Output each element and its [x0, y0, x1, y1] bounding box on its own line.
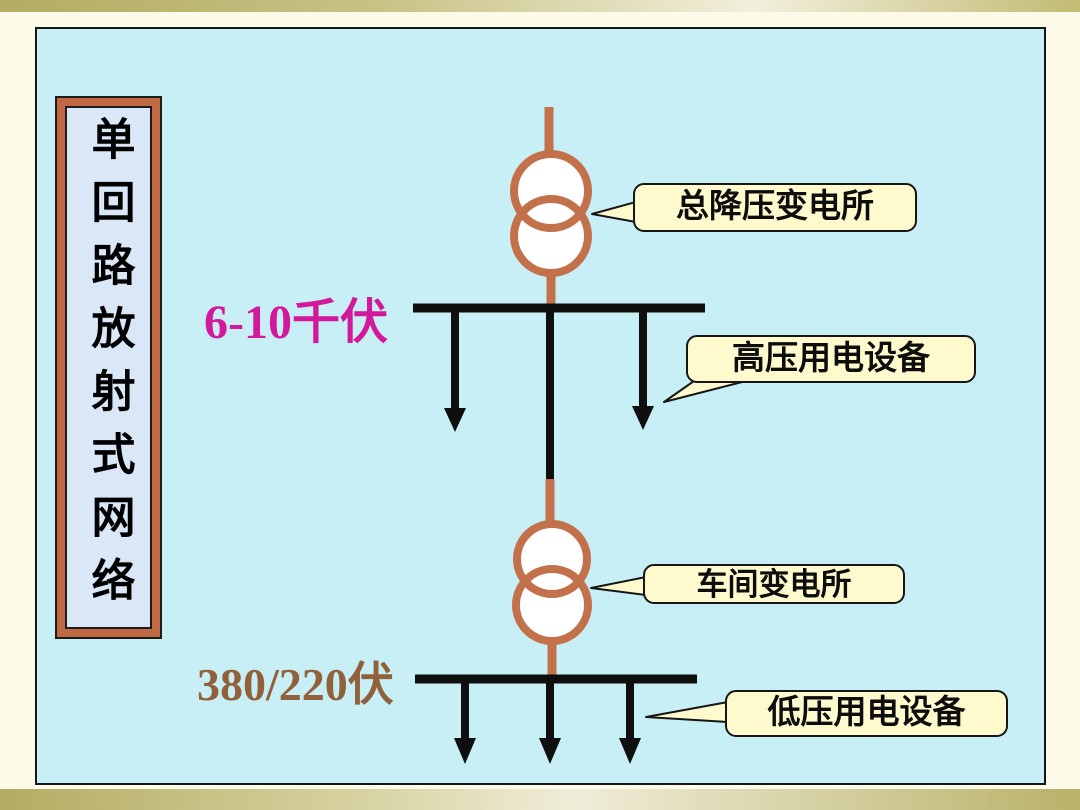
title-box: 单回路放射式网络: [55, 96, 162, 639]
callout-hv-equipment: 高压用电设备: [686, 335, 976, 383]
callout-workshop-substation: 车间变电所: [643, 564, 905, 604]
bottom-decorative-bar: [0, 789, 1080, 810]
callout-hv-equipment-label: 高压用电设备: [732, 340, 930, 377]
top-decorative-bar: [0, 0, 1080, 12]
lv-voltage-label: 380/220伏: [197, 659, 394, 710]
slide-canvas: [35, 27, 1046, 785]
callout-lv-equipment-label: 低压用电设备: [767, 695, 966, 731]
slide-title: 单回路放射式网络: [84, 115, 134, 620]
title-box-inner-frame: 单回路放射式网络: [65, 106, 152, 629]
callout-main-substation-label: 总降压变电所: [676, 189, 874, 225]
hv-voltage-label: 6-10千伏: [204, 296, 388, 349]
callout-main-substation: 总降压变电所: [633, 183, 917, 232]
callout-lv-equipment: 低压用电设备: [725, 690, 1008, 737]
callout-workshop-substation-label: 车间变电所: [696, 566, 852, 602]
